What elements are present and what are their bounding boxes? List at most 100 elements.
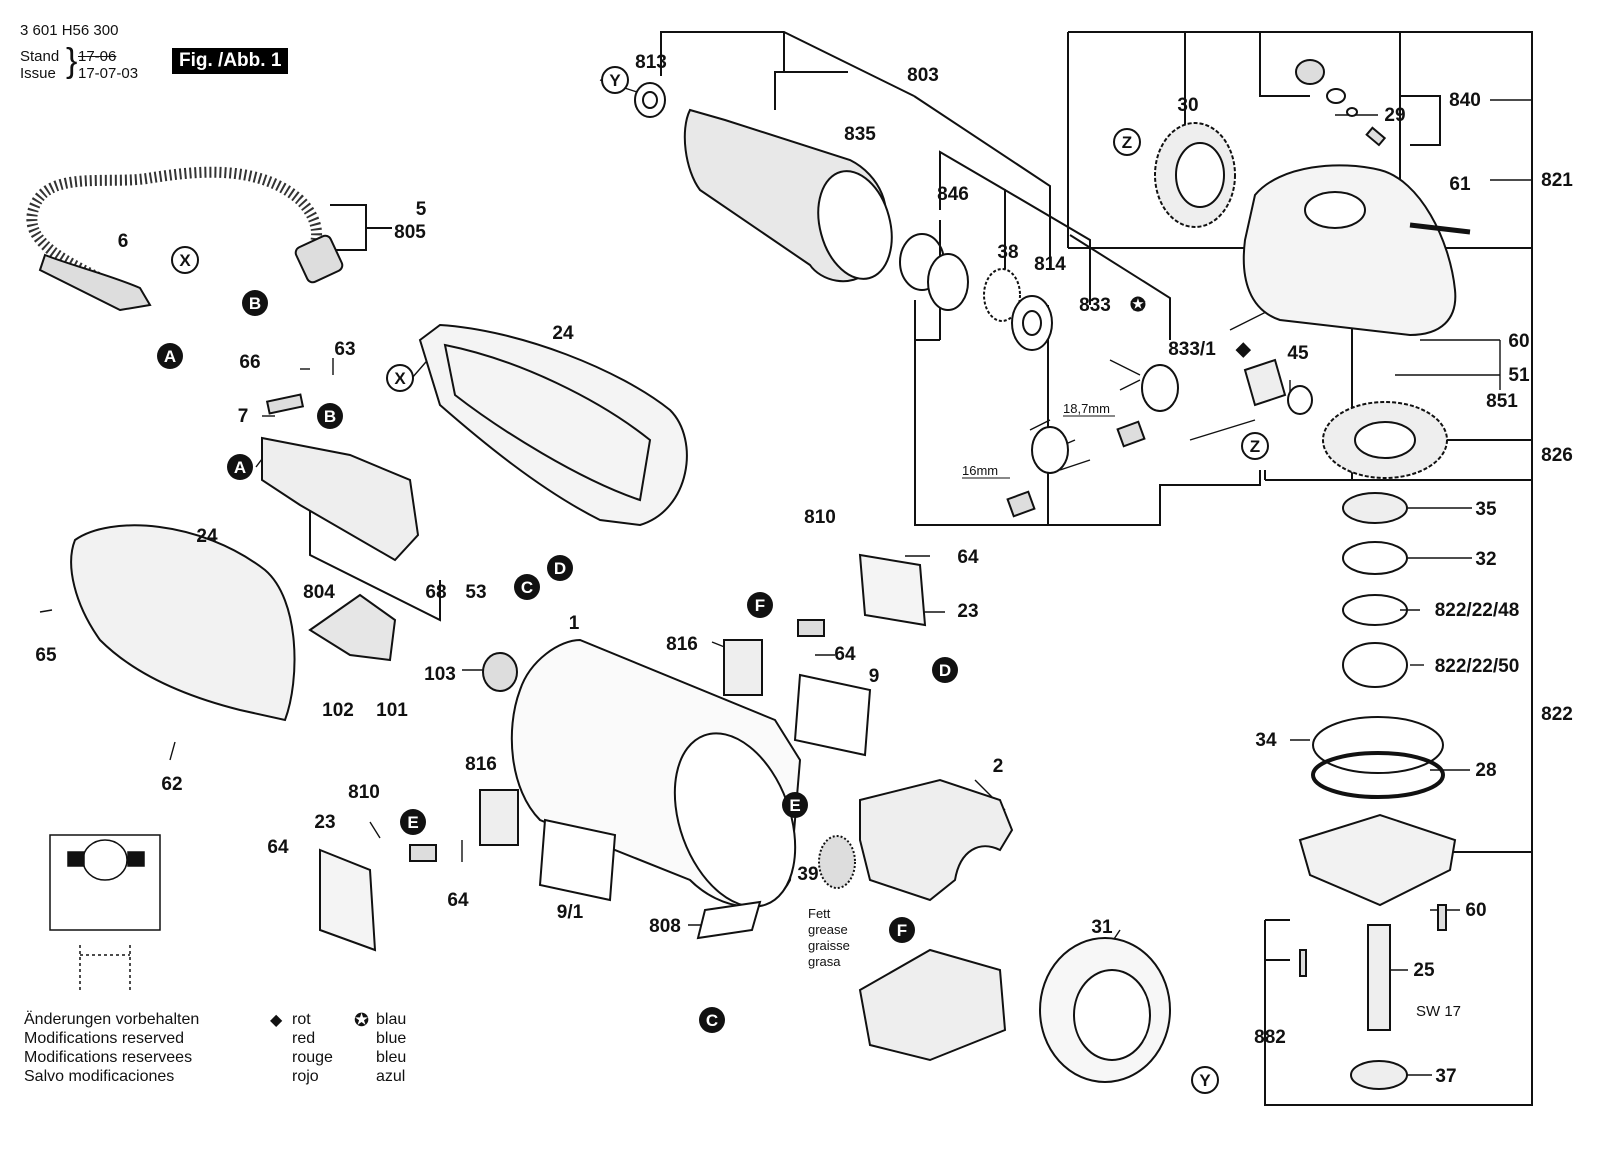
- label-62: 62: [161, 774, 182, 795]
- label-53: 53: [465, 582, 486, 603]
- handle-housing-bottom: [70, 524, 296, 722]
- star-symbol: ✪: [354, 1010, 370, 1030]
- connector-e-field: E: [789, 796, 800, 815]
- grease-fr: graisse: [808, 938, 850, 953]
- label-816-top: 816: [666, 634, 698, 655]
- label-6: 6: [118, 231, 129, 252]
- red-en: red: [292, 1030, 316, 1047]
- label-9: 9: [869, 666, 880, 687]
- pinion: [1243, 358, 1287, 407]
- label-64-mid: 64: [834, 644, 856, 665]
- sw17-label: SW 17: [1416, 1003, 1461, 1020]
- ring-38: [983, 268, 1021, 322]
- red-de: rot: [292, 1011, 311, 1028]
- label-30: 30: [1177, 95, 1198, 116]
- label-23-bottom: 23: [314, 812, 335, 833]
- bushing-103: [482, 652, 518, 692]
- label-61: 61: [1449, 174, 1471, 195]
- label-102: 102: [322, 700, 354, 721]
- dim-18-7mm: 18,7mm: [1063, 401, 1110, 416]
- bearing-flange: [1298, 813, 1457, 907]
- blue-en: blue: [376, 1030, 407, 1047]
- washer-32: [1342, 541, 1408, 575]
- shield-34: [1312, 716, 1444, 774]
- blue-de: blau: [376, 1011, 407, 1028]
- label-28: 28: [1475, 760, 1496, 781]
- dimension-annotations: 16mm 18,7mm SW 17 Fett grease graisse gr…: [808, 401, 1461, 1020]
- label-805: 805: [394, 222, 426, 243]
- note-de: Änderungen vorbehalten: [24, 1011, 200, 1028]
- label-34: 34: [1255, 730, 1277, 751]
- ring-822-22-48: [1342, 594, 1408, 626]
- connector-c-switch: C: [521, 578, 533, 597]
- label-103: 103: [424, 664, 456, 685]
- connector-y-plate: Y: [1199, 1071, 1211, 1090]
- legend-blue: blau blue bleu azul: [376, 1010, 406, 1086]
- field-coil-lower: [858, 948, 1007, 1062]
- label-846: 846: [937, 184, 969, 205]
- label-23-top: 23: [957, 601, 978, 622]
- label-882: 882: [1254, 1027, 1286, 1048]
- label-63: 63: [334, 339, 355, 360]
- grease-es: grasa: [808, 954, 841, 969]
- label-68: 68: [425, 582, 446, 603]
- figure-label: Fig. /Abb. 1: [172, 48, 289, 74]
- label-7: 7: [238, 406, 249, 427]
- label-814: 814: [1034, 254, 1066, 275]
- label-65: 65: [35, 645, 57, 666]
- label-25: 25: [1413, 960, 1435, 981]
- connector-b-cord: B: [249, 294, 261, 313]
- label-810-bottom: 810: [348, 782, 380, 803]
- bearing-833: [1031, 426, 1069, 474]
- label-804: 804: [303, 582, 335, 603]
- connector-markers-filled: [157, 290, 958, 1033]
- note-es: Salvo modificaciones: [24, 1068, 175, 1085]
- label-37: 37: [1435, 1066, 1456, 1087]
- note-en: Modifications reserved: [24, 1030, 185, 1047]
- label-60-top: 60: [1508, 331, 1529, 352]
- label-822-22-48: 822/22/48: [1435, 600, 1520, 621]
- label-60-bottom: 60: [1465, 900, 1486, 921]
- connector-a-cord: A: [164, 347, 176, 366]
- field-coil-upper: [859, 778, 1014, 902]
- legend-notes: Änderungen vorbehalten Modifications res…: [24, 1010, 199, 1086]
- cover-23a: [858, 553, 927, 627]
- label-35: 35: [1475, 499, 1497, 520]
- connector-markers-outline: [171, 66, 1269, 1094]
- nut-35: [1342, 492, 1408, 524]
- trigger-lever: [308, 593, 397, 662]
- issue-label: Issue: [20, 65, 56, 82]
- label-813: 813: [635, 52, 667, 73]
- connector-x-housing: X: [394, 369, 406, 388]
- label-808: [696, 900, 762, 940]
- red-fr: rouge: [292, 1049, 333, 1066]
- label-66: 66: [239, 352, 260, 373]
- label-51: 51: [1508, 365, 1530, 386]
- connector-f-upper: F: [755, 596, 765, 615]
- connector-z-bearing: Z: [1250, 437, 1260, 456]
- note-fr: Modifications reservees: [24, 1049, 193, 1066]
- stand-label: Stand: [20, 48, 60, 65]
- connector-x-cord: X: [179, 251, 191, 270]
- label-9-1: [538, 818, 617, 902]
- connector-letters: Y X X Z Z Y B A B A D C F D E E F C: [164, 71, 1260, 1090]
- label-9-1: 9/1: [557, 902, 584, 923]
- label-833: 833: [1079, 295, 1111, 316]
- o-ring-28: [1311, 751, 1445, 799]
- grease-en: grease: [808, 922, 848, 937]
- label-64-top: 64: [957, 547, 979, 568]
- connector-d-switch: D: [554, 559, 566, 578]
- label-9: [793, 673, 872, 757]
- wiring-schematic: [49, 834, 161, 990]
- blue-es: azul: [376, 1068, 406, 1085]
- part-number: 3 601 H56 300: [20, 22, 119, 39]
- diamond-symbol: ◆: [270, 1012, 283, 1029]
- grease-de: Fett: [808, 906, 831, 921]
- connector-f-lower: F: [897, 921, 907, 940]
- label-39: 39: [797, 864, 818, 885]
- label-2: 2: [993, 756, 1004, 777]
- brush-holder-816b: [479, 789, 519, 846]
- label-835: 835: [844, 124, 876, 145]
- gear-housing: [1242, 164, 1457, 337]
